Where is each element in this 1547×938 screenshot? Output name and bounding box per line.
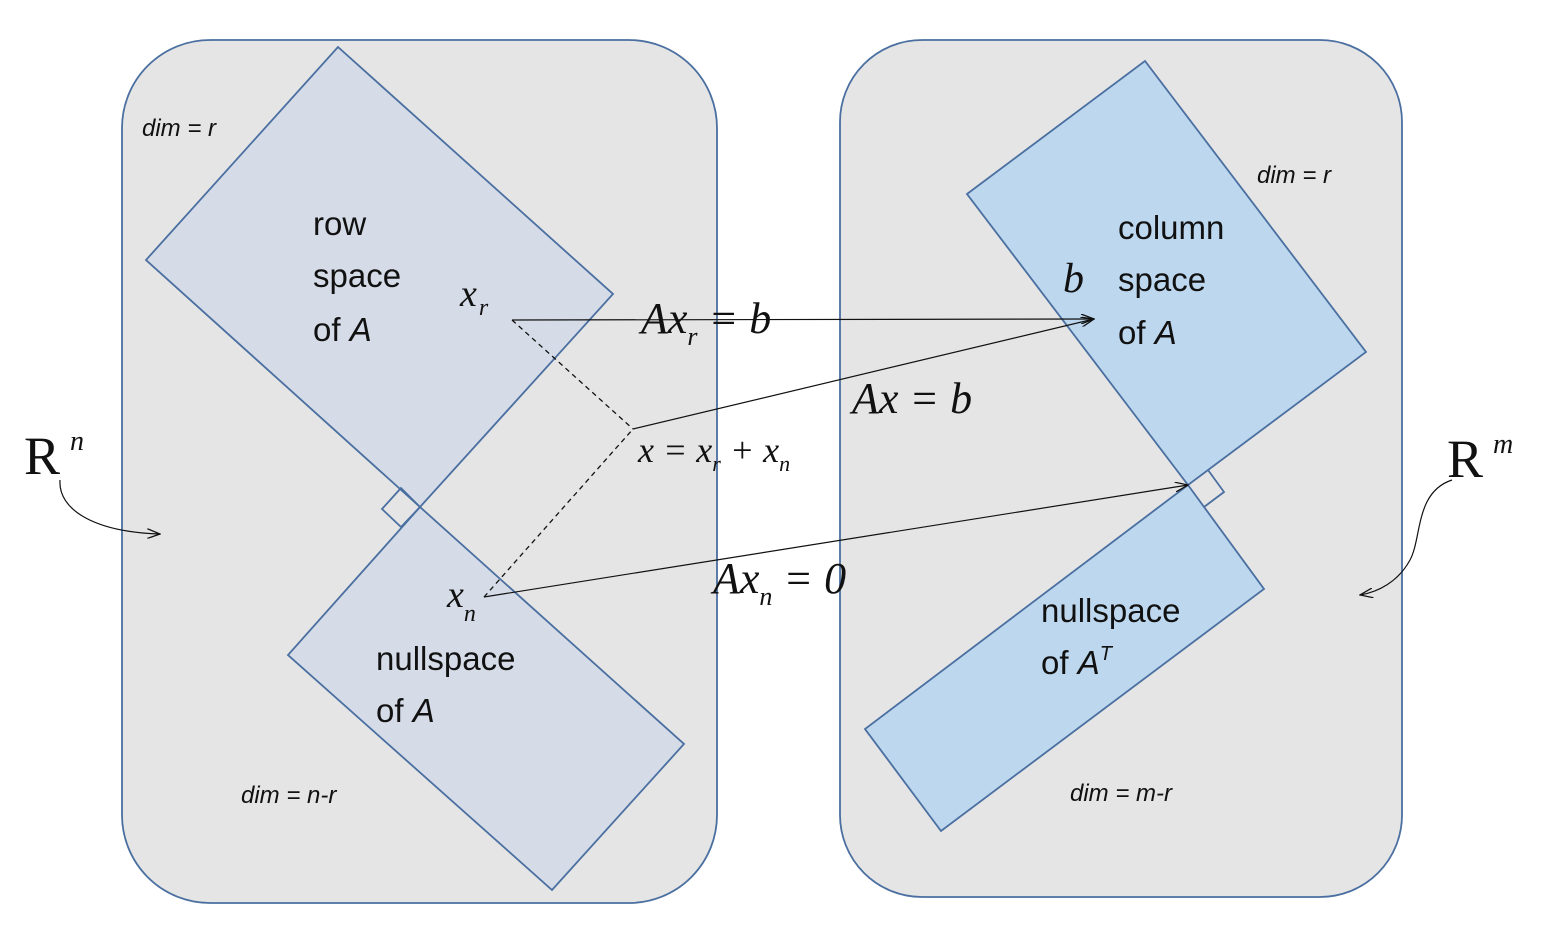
column-space-matrix: A	[1153, 314, 1177, 351]
axn-a: Ax	[710, 554, 760, 603]
nullspace-label-line2: of A	[376, 692, 435, 729]
axn-sub: n	[759, 582, 772, 611]
xr-label: xr	[459, 273, 489, 321]
rm-exp: m	[1493, 429, 1513, 460]
axr-equals-b: Axr = b	[638, 294, 771, 351]
rn-base: R	[24, 426, 60, 486]
axr-arrow	[511, 319, 1094, 320]
nullspace-label-line1: nullspace	[376, 640, 515, 677]
column-space-label-line1: column	[1118, 209, 1224, 246]
left-nullspace-matrix: A	[1076, 644, 1100, 681]
xsum-sub1: r	[712, 451, 721, 476]
row-space-label-line1: row	[313, 205, 366, 242]
axr-rhs: = b	[698, 294, 772, 343]
row-space-of: of	[313, 311, 350, 348]
column-space-region	[965, 59, 1368, 487]
xsum-mid: + x	[721, 430, 779, 470]
column-space-label-line2: space	[1118, 261, 1206, 298]
x-decomposition: x = xr + xn	[637, 430, 790, 476]
row-space-dim-label: dim = r	[142, 115, 217, 142]
left-nullspace-of: of	[1041, 644, 1078, 681]
left-nullspace-dim-label: dim = m-r	[1070, 780, 1173, 807]
xsum-sub2: n	[779, 451, 790, 476]
axr-a: Ax	[638, 294, 688, 343]
xn-to-x-dashed-line	[483, 428, 634, 598]
xn-label: xn	[446, 574, 476, 627]
nullspace-region	[286, 505, 686, 892]
row-space-label-line3: of A	[313, 311, 372, 348]
axn-arrow	[483, 485, 1188, 598]
xn-sub: n	[464, 601, 476, 627]
row-space-label-line2: space	[313, 257, 401, 294]
left-nullspace-sup: T	[1100, 643, 1114, 665]
column-space-label-line3: of A	[1118, 314, 1177, 351]
xsum-lhs: x = x	[637, 430, 712, 470]
nullspace-of: of	[376, 692, 413, 729]
left-nullspace-label-line1: nullspace	[1041, 592, 1180, 629]
xr-sub: r	[479, 295, 489, 321]
left-right-angle-marker	[380, 486, 422, 529]
rm-pointer-arrow	[1360, 479, 1453, 595]
ax-arrow	[632, 319, 1094, 430]
rn-pointer-arrow	[59, 479, 160, 534]
axr-sub: r	[687, 322, 698, 351]
ax-equals-b: Ax = b	[849, 374, 972, 423]
rn-exp: n	[70, 426, 84, 457]
left-nullspace-label-line2: of AT	[1041, 643, 1114, 681]
xr-base: x	[459, 273, 477, 315]
xr-to-x-dashed-line	[511, 319, 634, 430]
left-nullspace-region	[863, 483, 1266, 833]
nullspace-matrix: A	[411, 692, 435, 729]
row-space-matrix: A	[348, 311, 372, 348]
rm-base: R	[1447, 429, 1483, 489]
nullspace-dim-label: dim = n-r	[241, 782, 337, 809]
axn-equals-0: Axn = 0	[710, 554, 846, 611]
xn-base: x	[446, 574, 464, 616]
column-space-of: of	[1118, 314, 1155, 351]
right-right-angle-marker	[1203, 469, 1226, 508]
axn-rhs: = 0	[772, 554, 846, 603]
column-space-dim-label: dim = r	[1257, 162, 1332, 189]
b-label: b	[1063, 256, 1084, 302]
